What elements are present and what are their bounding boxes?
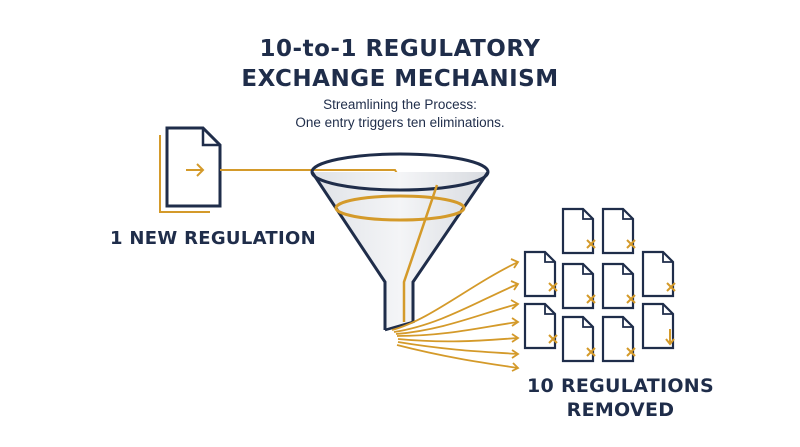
document-x-icon <box>601 207 637 255</box>
output-flows <box>391 258 520 372</box>
document-x-icon <box>601 262 637 310</box>
document-arrow-down-icon <box>641 302 676 350</box>
diagram-title: 10-to-1 REGULATORY EXCHANGE MECHANISM <box>0 34 800 94</box>
document-x-icon <box>561 207 597 255</box>
subtitle-line-2: One entry triggers ten eliminations. <box>295 115 505 130</box>
document-x-icon <box>561 262 597 310</box>
diagram-subtitle: Streamlining the Process: One entry trig… <box>0 96 800 132</box>
removed-label-line-1: 10 REGULATIONS <box>527 375 714 397</box>
document-x-icon <box>641 250 677 298</box>
document-arrow-icon <box>159 126 222 213</box>
title-line-1: 10-to-1 REGULATORY <box>259 36 541 62</box>
regulations-removed-label: 10 REGULATIONS REMOVED <box>527 374 714 422</box>
subtitle-line-1: Streamlining the Process: <box>323 97 477 112</box>
document-x-icon <box>561 315 597 363</box>
document-x-icon <box>523 250 559 298</box>
document-x-icon <box>523 302 559 350</box>
new-regulation-label: 1 NEW REGULATION <box>110 228 316 249</box>
document-x-icon <box>601 315 637 363</box>
funnel-icon <box>310 152 490 332</box>
removed-label-line-2: REMOVED <box>566 399 675 421</box>
title-line-2: EXCHANGE MECHANISM <box>241 66 559 92</box>
